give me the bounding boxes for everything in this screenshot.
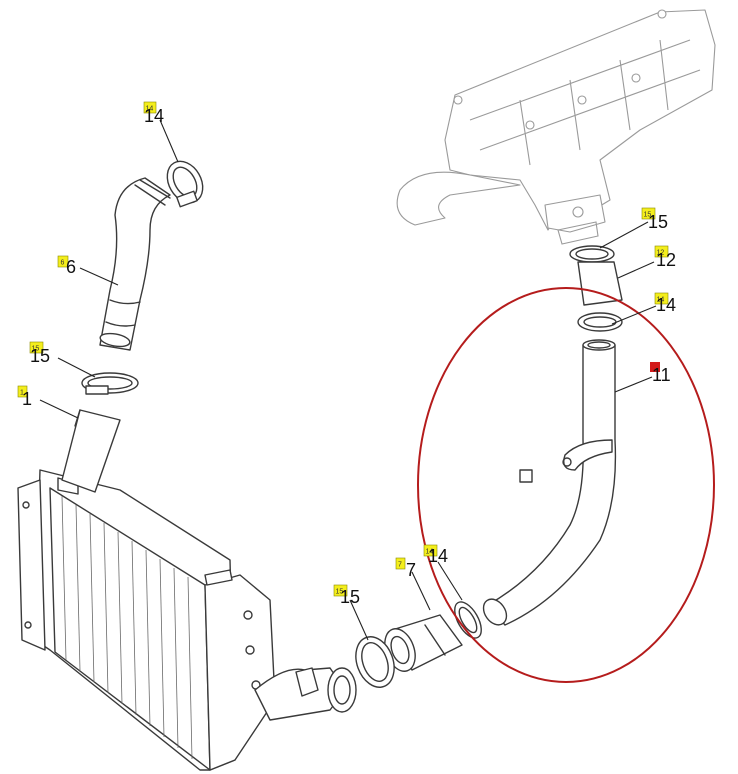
callout-11[interactable]: 11 — [614, 362, 671, 393]
callout-number: 15 — [648, 212, 668, 232]
pipe-11 — [482, 339, 617, 626]
callout-number: 14 — [144, 106, 164, 126]
red-tag — [650, 362, 660, 372]
intercooler — [17, 409, 357, 771]
callout-number: 12 — [656, 250, 676, 270]
callout-number: 14 — [656, 295, 676, 315]
tag-text: 12 — [657, 250, 665, 257]
callout-1[interactable]: 1 1 — [17, 385, 79, 419]
callout-12[interactable]: 12 12 — [617, 245, 676, 279]
callout-15-top[interactable]: 15 15 — [599, 207, 668, 249]
callout-14-bottom[interactable]: 14 14 — [423, 544, 463, 601]
tag-text: 7 — [398, 562, 402, 569]
callout-6[interactable]: 6 6 — [57, 255, 119, 286]
tag-text: 15 — [644, 212, 652, 219]
tag-text: 15 — [336, 589, 344, 596]
callout-number: 6 — [66, 257, 76, 277]
tag-text: 6 — [61, 260, 65, 267]
elbow-12 — [569, 245, 623, 332]
callout-number: 15 — [30, 346, 50, 366]
callout-7[interactable]: 7 7 — [395, 557, 431, 611]
callout-number: 7 — [406, 560, 416, 580]
tag-text: 14 — [426, 549, 434, 556]
tag-text: 1 — [20, 390, 24, 397]
tag-text: 14 — [146, 106, 154, 113]
highlight-ellipse — [417, 287, 715, 683]
tag-text: 15 — [32, 346, 40, 353]
callout-number: 1 — [22, 389, 32, 409]
callout-14-top[interactable]: 14 14 — [143, 101, 179, 163]
manifold-ghost — [396, 9, 716, 245]
clamp-15-left — [81, 372, 139, 395]
clamp-15-bottom — [355, 636, 395, 688]
callout-number: 14 — [428, 546, 448, 566]
callout-15-bottom[interactable]: 15 15 — [333, 584, 369, 641]
clamp-14-bottom — [454, 601, 482, 639]
clamp-14-top — [166, 160, 204, 208]
callout-number: 11 — [652, 365, 671, 385]
callout-15-left[interactable]: 15 15 — [29, 341, 96, 378]
tag-text: 14 — [657, 297, 665, 304]
callout-14-right[interactable]: 14 14 — [611, 292, 676, 325]
callout-number: 15 — [340, 587, 360, 607]
hose-6 — [99, 177, 171, 351]
